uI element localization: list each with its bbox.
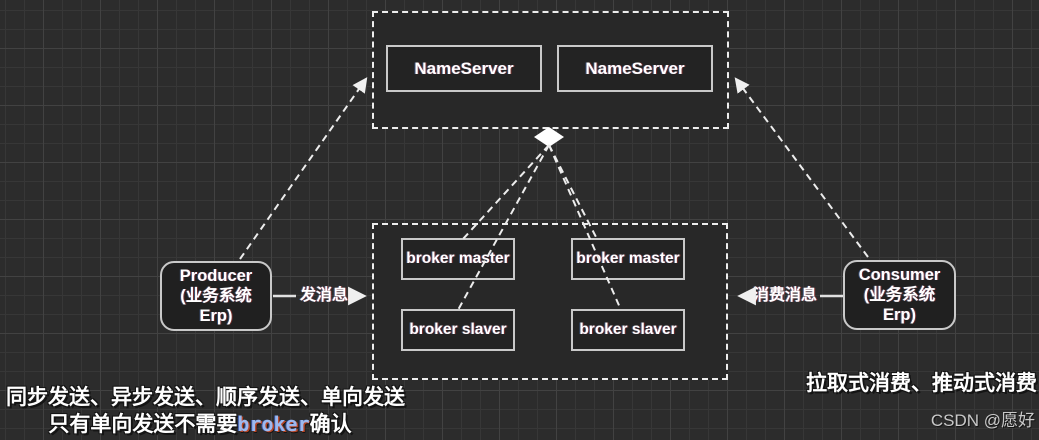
producer-to-nameserver-arrow — [239, 77, 368, 260]
producer-note-line1: 同步发送、异步发送、顺序发送、单向发送 — [6, 386, 405, 409]
consumer-label-line2: (业务系统 — [863, 286, 936, 304]
nameserver-node-2: NameServer — [557, 45, 713, 92]
broker-slaver-node-1: broker slaver — [401, 309, 515, 351]
consumer-label-line3: Erp) — [883, 306, 916, 324]
consume-message-edge-label: 消费消息 — [752, 287, 817, 304]
broker-highlight-text: broker — [237, 412, 310, 436]
nameserver-node-1-label: NameServer — [414, 58, 514, 78]
producer-label-line3: Erp) — [199, 307, 233, 325]
producer-note-line2-prefix: 只有单向发送不需要 — [48, 413, 238, 436]
broker-slaver-node-1-label: broker slaver — [409, 321, 507, 338]
producer-note-line2: 只有单向发送不需要broker确认 — [0, 408, 400, 438]
producer-node: Producer (业务系统 Erp) — [160, 261, 272, 331]
broker-cluster: broker master broker master broker slave… — [372, 223, 728, 380]
producer-label-line1: Producer — [179, 267, 253, 285]
consumer-label-line1: Consumer — [858, 266, 941, 284]
nameserver-node-1: NameServer — [386, 45, 542, 92]
broker-master-node-2: broker master — [571, 238, 685, 280]
broker-master-node-1: broker master — [401, 238, 515, 280]
send-message-edge-label: 发消息 — [299, 287, 348, 304]
broker-slaver-node-2: broker slaver — [571, 309, 685, 351]
consumer-node: Consumer (业务系统 Erp) — [843, 260, 956, 330]
broker-master-node-1-label: broker master — [406, 250, 510, 267]
consumer-note: 拉取式消费、推动式消费 — [806, 372, 1037, 395]
broker-slaver-node-2-label: broker slaver — [579, 321, 677, 338]
consumer-to-nameserver-arrow — [734, 77, 869, 258]
producer-label-line2: (业务系统 — [180, 287, 252, 305]
csdn-watermark: CSDN @愿好 — [930, 411, 1035, 430]
producer-note-line2-suffix: 确认 — [309, 413, 352, 436]
nameserver-node-2-label: NameServer — [585, 58, 685, 78]
broker-master-node-2-label: broker master — [576, 250, 680, 267]
nameserver-junction-diamond — [534, 127, 564, 147]
nameserver-cluster: NameServer NameServer — [372, 11, 729, 129]
